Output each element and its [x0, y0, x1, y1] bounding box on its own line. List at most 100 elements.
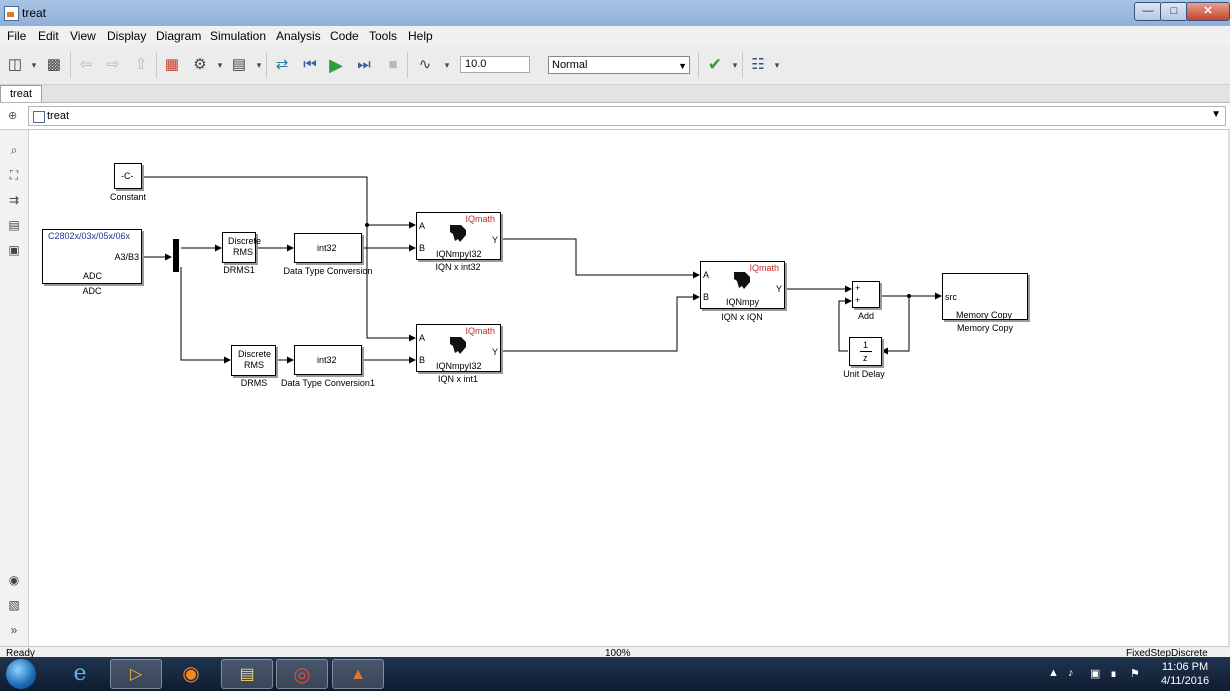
firefox-icon[interactable]: ◉ — [182, 663, 200, 685]
minimize-button[interactable]: — — [1134, 2, 1162, 21]
menu-bar: File Edit View Display Diagram Simulatio… — [0, 26, 1230, 46]
arrow-icon[interactable]: ⇉ — [8, 193, 20, 207]
iqn-mpy-i32-block-2[interactable]: IQmath A B Y IQNmpyI32 — [416, 324, 501, 372]
zoom-icon[interactable]: ⌕ — [10, 143, 18, 157]
run-icon[interactable]: ▶ — [329, 55, 343, 75]
dtc-block[interactable]: int32 — [294, 233, 362, 263]
status-bar: Ready 100% FixedStepDiscrete — [0, 646, 1230, 658]
breadcrumb-bar: ⊕ treat ▼ — [0, 103, 1230, 130]
signal-line — [881, 296, 910, 355]
menu-help[interactable]: Help — [408, 29, 433, 43]
tab-treat[interactable]: treat — [0, 85, 42, 102]
model-explorer-dropdown-icon[interactable]: ▾ — [256, 60, 262, 70]
dtc1-block[interactable]: int32 — [294, 345, 362, 375]
camera-icon[interactable]: ◉ — [8, 573, 20, 587]
stop-time-input[interactable] — [460, 56, 530, 73]
simulation-mode-select[interactable]: Normal ▼ — [548, 56, 690, 74]
menu-tools[interactable]: Tools — [369, 29, 398, 43]
add-block[interactable]: + + — [852, 281, 880, 308]
simulation-mode-value: Normal — [552, 59, 588, 71]
menu-analysis[interactable]: Analysis — [276, 29, 321, 43]
scope-dropdown-icon[interactable]: ▾ — [444, 60, 450, 70]
model-canvas[interactable]: -C- Constant C2802x/03x/05x/06x A3/B3 AD… — [29, 130, 1228, 646]
breadcrumb-model[interactable]: treat — [47, 110, 70, 122]
clock-date: 4/11/2016 — [1160, 675, 1210, 687]
fit-view-icon[interactable]: ⛶ — [9, 168, 19, 182]
model-config-dropdown-icon[interactable]: ▾ — [217, 60, 223, 70]
menu-display[interactable]: Display — [107, 29, 147, 43]
update-diagram-icon[interactable]: ⇄ — [275, 56, 289, 73]
library-browser-icon[interactable]: ▦ — [164, 56, 180, 73]
save-icon[interactable]: ▩ — [46, 56, 62, 73]
check-dropdown-icon[interactable]: ▾ — [732, 60, 738, 70]
close-button[interactable]: ✕ — [1186, 2, 1230, 21]
solver-name: FixedStepDiscrete — [1126, 648, 1208, 658]
junction-point — [365, 223, 369, 227]
model-config-icon[interactable]: ⚙ — [193, 56, 207, 73]
port-b: B — [419, 355, 426, 365]
tray-expand-icon[interactable]: ▲ — [1048, 667, 1059, 679]
vertical-scrollbar[interactable] — [1228, 130, 1230, 646]
model-browser-icon[interactable]: ▧ — [8, 598, 20, 612]
constant-block[interactable]: -C- — [114, 163, 142, 189]
stop-icon[interactable]: ■ — [388, 56, 398, 73]
flag-icon[interactable]: ⚑ — [1130, 668, 1140, 680]
step-forward-icon[interactable]: ⏭ — [357, 56, 371, 73]
menu-code[interactable]: Code — [330, 29, 359, 43]
unit-delay-block[interactable]: 1 z — [849, 337, 882, 366]
adc-port: A3/B3 — [114, 252, 139, 262]
iqn-mpy-i32-block-1[interactable]: IQmath A B Y IQNmpyI32 — [416, 212, 501, 260]
menu-view[interactable]: View — [70, 29, 96, 43]
back-icon[interactable]: ⇦ — [79, 56, 93, 73]
menu-simulation[interactable]: Simulation — [210, 29, 267, 43]
dtc1-name: Data Type Conversion1 — [281, 378, 375, 388]
ti-logo-icon — [450, 225, 466, 242]
check-icon[interactable]: ✔ — [707, 55, 723, 74]
drms1-block[interactable]: Discrete RMS — [222, 232, 261, 263]
file-explorer-icon[interactable]: ▤ — [221, 659, 273, 689]
signal-line — [501, 293, 700, 352]
drms-block[interactable]: Discrete RMS — [231, 345, 276, 376]
menu-diagram[interactable]: Diagram — [156, 29, 202, 43]
new-model-dropdown-icon[interactable]: ▾ — [31, 60, 37, 70]
adc-header: C2802x/03x/05x/06x — [48, 231, 131, 241]
menu-file[interactable]: File — [7, 29, 27, 43]
maximize-button[interactable]: □ — [1160, 2, 1188, 21]
annotation-icon[interactable]: ▤ — [8, 218, 20, 232]
drms1-line1: Discrete — [228, 236, 262, 246]
chevron-down-icon[interactable]: ▼ — [1211, 109, 1221, 120]
model-explorer-icon[interactable]: ▤ — [231, 56, 247, 73]
step-back-icon[interactable]: ⏮ — [303, 56, 317, 73]
chrome-icon[interactable]: ◎ — [276, 659, 328, 689]
adc-block[interactable]: C2802x/03x/05x/06x A3/B3 ADC — [42, 229, 142, 284]
build-dropdown-icon[interactable]: ▾ — [774, 60, 780, 70]
delay-numerator: 1 — [863, 340, 869, 350]
internet-explorer-icon[interactable]: e — [73, 661, 87, 686]
media-player-icon[interactable]: ▷ — [110, 659, 162, 689]
build-icon[interactable]: ☷ — [751, 56, 765, 73]
network-icon[interactable]: ∎ — [1110, 668, 1117, 680]
hide-browser-icon[interactable]: ⊕ — [8, 110, 18, 122]
iqn-mpy-block[interactable]: IQmath A B Y IQNmpy — [700, 261, 785, 309]
drms-line1: Discrete — [238, 349, 272, 359]
menu-edit[interactable]: Edit — [38, 29, 59, 43]
breadcrumb[interactable]: treat ▼ — [28, 106, 1226, 126]
expand-icon[interactable]: » — [10, 623, 18, 637]
forward-icon[interactable]: ⇨ — [106, 56, 120, 73]
toolbar-separator — [742, 52, 743, 78]
up-icon[interactable]: ⇧ — [134, 56, 148, 73]
clock[interactable]: 11:06 PM 4/11/2016 — [1150, 660, 1220, 688]
memory-copy-block[interactable]: src Memory Copy — [942, 273, 1028, 320]
matlab-icon[interactable]: ▲ — [332, 659, 384, 689]
power-icon[interactable]: ▣ — [1090, 668, 1101, 680]
dtc-name: Data Type Conversion — [283, 266, 373, 276]
signal-line — [180, 267, 231, 364]
image-icon[interactable]: ▣ — [8, 243, 20, 257]
new-model-icon[interactable]: ◫ — [7, 56, 23, 73]
start-button[interactable] — [6, 659, 36, 689]
volume-icon[interactable]: ♪ — [1068, 667, 1074, 679]
function-name: IQNmpyI32 — [436, 249, 482, 259]
scope-icon[interactable]: ∿ — [418, 56, 432, 73]
port-y: Y — [775, 284, 782, 294]
port-src: src — [945, 292, 957, 302]
